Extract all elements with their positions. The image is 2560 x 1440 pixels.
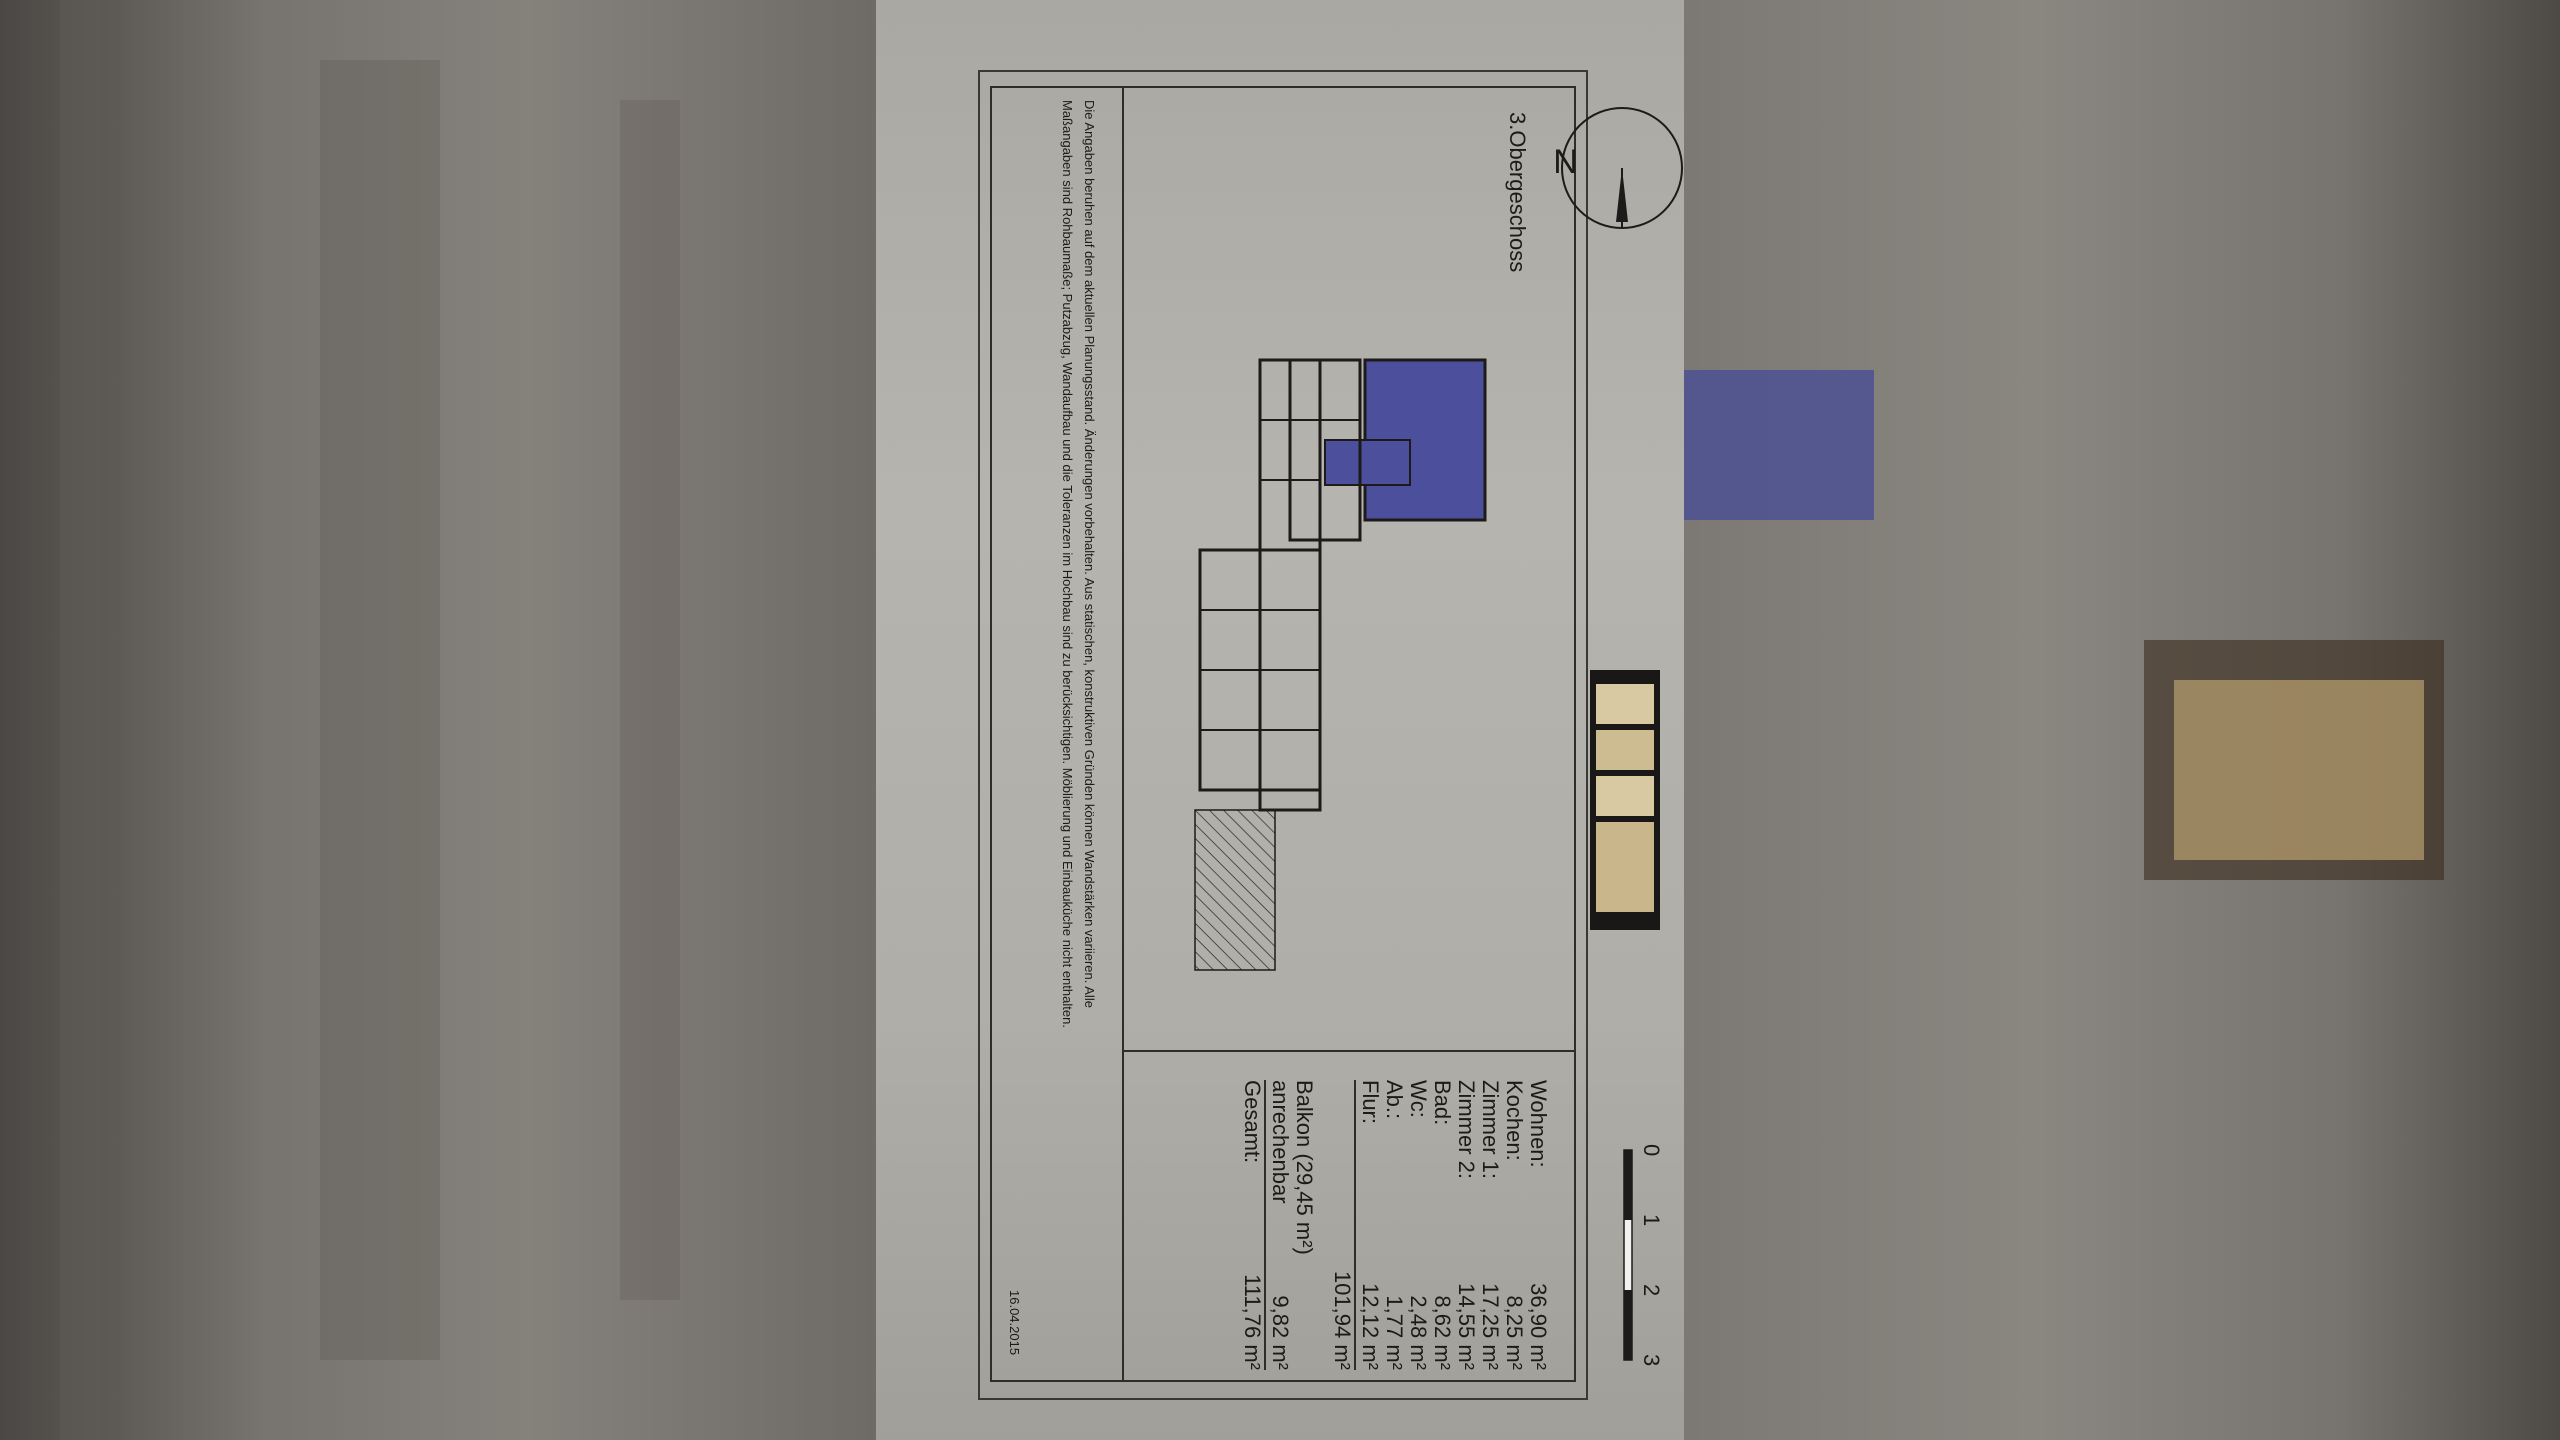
scale-label: 3 bbox=[1639, 1354, 1664, 1366]
thumbnail-facade bbox=[1596, 730, 1654, 770]
legend-value: 2,48 m² bbox=[1406, 1295, 1431, 1370]
legend-balcony-sub-row: anrechenbar 9,82 m² bbox=[1268, 1080, 1293, 1370]
legend-total-value: 111,76 m² bbox=[1240, 1274, 1265, 1370]
legend-row: Ab.: 1,77 m² bbox=[1382, 1080, 1407, 1370]
blurred-background-right bbox=[1684, 0, 2560, 1440]
legend-balcony-sub-label: anrechenbar bbox=[1268, 1080, 1293, 1204]
scale-label: 1 bbox=[1639, 1214, 1664, 1226]
frame-divider-horizontal bbox=[1122, 86, 1124, 1382]
legend-label: Ab.: bbox=[1382, 1080, 1407, 1120]
legend-label: Wohnen: bbox=[1526, 1080, 1551, 1168]
legend-total-label: Gesamt: bbox=[1240, 1080, 1265, 1164]
legend-label: Zimmer 1: bbox=[1478, 1080, 1503, 1179]
courtyard-hatched bbox=[1194, 809, 1276, 971]
legend-label: Wc: bbox=[1406, 1080, 1431, 1118]
scale-label: 0 bbox=[1639, 1144, 1664, 1156]
rotated-sheet-content: N 0 1 2 3 3.Obergeschoss bbox=[960, 40, 1683, 1400]
legend-balcony-row: Balkon (29,45 m²) bbox=[1292, 1080, 1317, 1370]
scale-bar: 0 1 2 3 bbox=[1623, 1144, 1664, 1366]
blurred-thumbnail-inner bbox=[2174, 680, 2424, 860]
legend-row: Wc: 2,48 m² bbox=[1406, 1080, 1431, 1370]
legend-row: Bad: 8,62 m² bbox=[1430, 1080, 1455, 1370]
blurred-highlight-block bbox=[1684, 370, 1874, 520]
north-arrow-icon bbox=[1561, 107, 1683, 229]
legend-label: Bad: bbox=[1430, 1080, 1455, 1126]
frame-divider-vertical bbox=[1124, 1050, 1576, 1052]
legend-row: Flur: 12,12 m² bbox=[1358, 1080, 1383, 1370]
legend-value: 8,25 m² bbox=[1502, 1295, 1527, 1370]
legend-total-row: Gesamt: 111,76 m² bbox=[1240, 1080, 1266, 1370]
legend-value: 1,77 m² bbox=[1382, 1295, 1407, 1370]
legend-row: Zimmer 1: 17,25 m² bbox=[1478, 1080, 1503, 1370]
north-label: N bbox=[1553, 142, 1578, 181]
blurred-background-left bbox=[0, 0, 876, 1440]
disclaimer-note: Die Angaben beruhen auf dem aktuellen Pl… bbox=[1060, 100, 1097, 1028]
legend-value: 8,62 m² bbox=[1430, 1295, 1455, 1370]
area-legend: Wohnen: 36,90 m² Kochen: 8,25 m² Zimmer 1:… bbox=[1240, 1080, 1551, 1370]
legend-row: Wohnen: 36,90 m² bbox=[1526, 1080, 1551, 1370]
legend-balcony-value: 9,82 m² bbox=[1268, 1295, 1293, 1370]
legend-balcony-label: Balkon (29,45 m²) bbox=[1292, 1080, 1317, 1255]
thumbnail-facade bbox=[1596, 684, 1654, 724]
legend-label: Kochen: bbox=[1502, 1080, 1527, 1161]
floor-title: 3.Obergeschoss bbox=[1505, 112, 1530, 273]
floor-plan-drawing bbox=[1194, 358, 1487, 971]
thumbnail-facade bbox=[1596, 776, 1654, 816]
highlighted-apartment-extension bbox=[1324, 439, 1411, 486]
thumbnail-facade bbox=[1596, 822, 1654, 912]
legend-label: Zimmer 2: bbox=[1454, 1080, 1479, 1179]
scale-label: 2 bbox=[1639, 1284, 1664, 1296]
building-thumbnail bbox=[1590, 670, 1660, 930]
legend-value: 17,25 m² bbox=[1478, 1283, 1503, 1370]
legend-row: Zimmer 2: 14,55 m² bbox=[1454, 1080, 1479, 1370]
legend-subtotal: 101,94 m² bbox=[1330, 1270, 1355, 1370]
legend-row: Kochen: 8,25 m² bbox=[1502, 1080, 1527, 1370]
floor-plan-sheet: N 0 1 2 3 3.Obergeschoss bbox=[876, 0, 1684, 1440]
legend-value: 14,55 m² bbox=[1454, 1283, 1479, 1370]
legend-value: 12,12 m² bbox=[1358, 1283, 1383, 1370]
legend-label: Flur: bbox=[1358, 1080, 1383, 1124]
legend-value: 36,90 m² bbox=[1526, 1283, 1551, 1370]
legend-subtotal-row: 101,94 m² bbox=[1330, 1080, 1356, 1370]
plan-date: 16.04.2015 bbox=[1007, 1290, 1022, 1356]
building-wing bbox=[1288, 358, 1362, 542]
